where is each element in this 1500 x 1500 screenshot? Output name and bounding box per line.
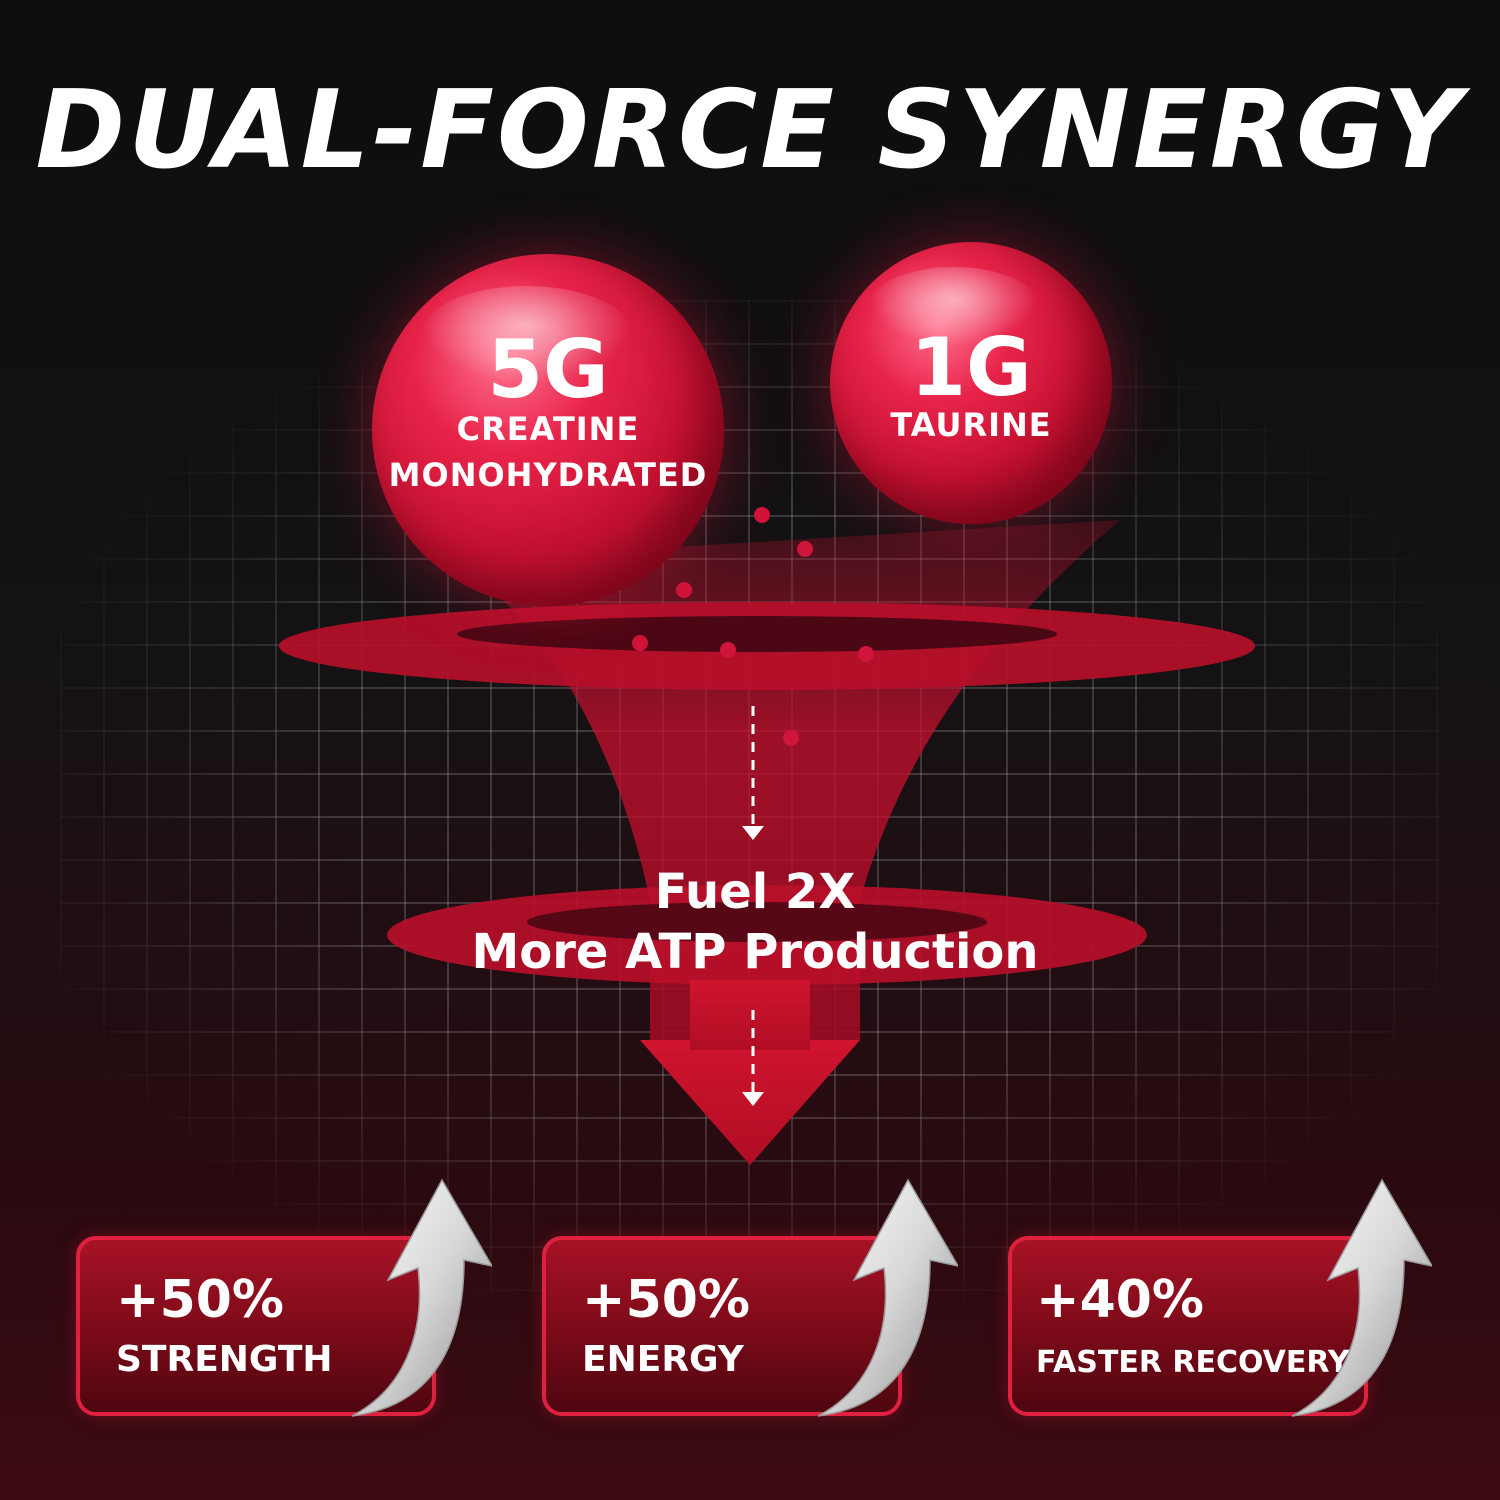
result-text: Fuel 2X More ATP Production [400,862,1110,982]
up-arrow-icon [352,1178,492,1417]
up-arrow-icon [1292,1178,1432,1417]
benefit-label: FASTER RECOVERY [1036,1345,1350,1380]
creatine-dose: 5G [487,323,609,416]
benefit-card-strength: +50% STRENGTH [76,1236,436,1416]
benefit-label: ENERGY [582,1339,744,1380]
up-arrow-icon [818,1178,958,1417]
particle [720,642,736,658]
particle [676,582,692,598]
result-line2: More ATP Production [471,924,1039,980]
down-arrow-shaft [690,980,810,1050]
benefit-value: +50% [582,1270,751,1330]
benefit-label: STRENGTH [116,1339,333,1380]
upper-ring-hole [457,616,1057,652]
particle [632,635,648,651]
taurine-name: TAURINE [890,406,1052,444]
particle [858,646,874,662]
particles [632,507,874,746]
particle [797,541,813,557]
lower-ring-hole [527,902,987,942]
benefit-card-recovery: +40% FASTER RECOVERY [1008,1236,1368,1416]
dashed-arrow-lower-head [742,1092,764,1106]
creatine-sphere: 5G CREATINE MONOHYDRATED [372,254,724,606]
benefit-value: +40% [1036,1270,1205,1330]
down-arrow [640,1040,860,1165]
page-title: DUAL-FORCE SYNERGY [35,68,1465,193]
benefit-value: +50% [116,1270,285,1330]
taurine-sphere: 1G TAURINE [830,242,1112,524]
creatine-name-line1: CREATINE [456,410,640,448]
creatine-name: CREATINE MONOHYDRATED [372,406,724,499]
creatine-name-line2: MONOHYDRATED [388,456,708,495]
taurine-dose: 1G [910,321,1032,414]
particle [783,730,799,746]
dashed-arrow-upper-head [742,826,764,840]
particle [754,507,770,523]
result-line1: Fuel 2X [654,864,856,920]
